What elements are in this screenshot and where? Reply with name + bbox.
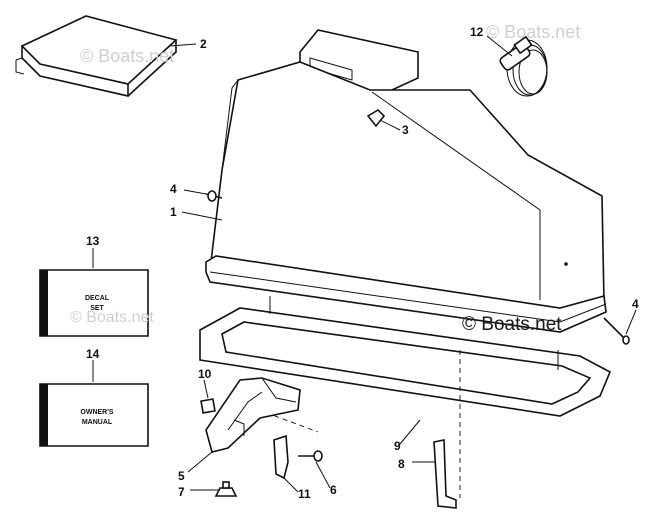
watermark-brand: © Boats.net [462,314,562,335]
manual-box-line1: OWNER'S [80,409,113,416]
reference-lines [231,350,461,498]
watermarks: © Boats.net © Boats.net © Boats.net © Bo… [70,22,580,335]
callout-13: 13 [86,234,100,248]
callout-14: 14 [86,347,100,361]
callout-2: 2 [200,37,207,51]
part-11-strap [273,434,289,480]
part-6-screw [298,450,323,462]
callouts: 2 12 3 4 1 13 14 4 10 5 7 11 6 9 8 [86,25,639,501]
part-2-cover [15,15,178,98]
callout-6: 6 [330,483,337,497]
callout-8: 8 [398,457,405,471]
part-1-engine-cover [205,29,607,333]
part-4-screw-right [603,317,630,345]
decal-box-line2: SET [90,305,104,312]
leader-lines [92,35,637,493]
callout-4-left: 4 [170,182,177,196]
decal-set-box: DECAL SET [39,269,149,337]
part-10-clip [200,398,216,414]
callout-10: 10 [198,367,212,381]
part-8-latch [433,439,457,509]
part-9-seal [199,296,612,417]
part-3-screw [366,108,386,128]
callout-7: 7 [178,485,185,499]
decal-box-line1: DECAL [85,295,110,302]
part-7-fastener [214,481,238,497]
part-12-harness [499,35,548,97]
callout-3: 3 [402,123,409,137]
watermark-faint-left: © Boats.net [70,309,154,326]
manual-box-line2: MANUAL [82,419,113,426]
callout-4-right: 4 [632,297,639,311]
callout-9: 9 [394,439,401,453]
callout-12: 12 [470,25,484,39]
part-4-screw-left [205,190,223,202]
callout-11: 11 [298,487,311,501]
part-5-bracket [205,377,301,453]
owners-manual-box: OWNER'S MANUAL [39,383,149,447]
watermark-faint-top: © Boats.net [80,46,174,66]
callout-1: 1 [170,205,177,219]
watermark-faint-right: © Boats.net [486,22,580,42]
callout-5: 5 [178,469,185,483]
